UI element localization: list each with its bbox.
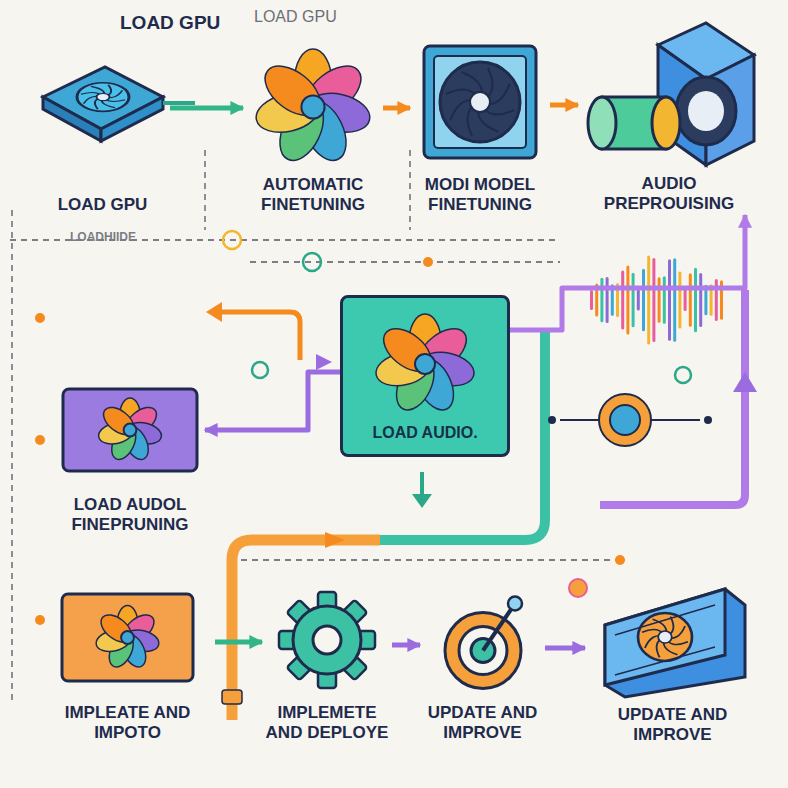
dial xyxy=(599,394,651,446)
sound-wave xyxy=(590,255,723,344)
arrow-connector xyxy=(550,103,578,108)
label: LOAD GPU xyxy=(120,12,220,34)
dashed-line xyxy=(11,210,12,700)
dot xyxy=(615,555,625,565)
dot xyxy=(35,435,45,445)
node-text: IMPLEMETE AND DEPLOYE xyxy=(262,703,392,742)
icon xyxy=(243,45,383,169)
node-text: UPDATE AND IMPROVE xyxy=(420,703,545,742)
node-text: LOAD AUDIO. xyxy=(349,424,501,442)
process-circle: AUTOMATIC FINETUNING xyxy=(243,45,383,214)
icon xyxy=(428,590,538,695)
process-box: LOAD AUDIO. xyxy=(340,295,510,457)
pipe-joint xyxy=(222,690,242,704)
arrow xyxy=(420,472,424,496)
dot xyxy=(35,615,45,625)
arrow-connector xyxy=(170,106,243,111)
arrowhead xyxy=(733,372,757,392)
pipe xyxy=(232,540,380,720)
gpu-node: LOAD GPU xyxy=(35,45,170,215)
gear-node: IMPLEMETE AND DEPLOYE xyxy=(262,585,392,742)
icon xyxy=(40,590,215,685)
process-box: MODI MODEL FINETUNING xyxy=(410,40,550,214)
dashed-line xyxy=(250,261,560,262)
dashed-line xyxy=(409,150,410,230)
icon xyxy=(578,15,760,170)
arrow-connector xyxy=(545,646,585,651)
dot xyxy=(35,313,45,323)
icon xyxy=(35,45,200,145)
node-text: LOAD AUDOL FINEPRUNING xyxy=(55,495,205,534)
arrowhead xyxy=(206,302,222,322)
icon xyxy=(410,40,550,165)
target-node: UPDATE AND IMPROVE xyxy=(420,590,545,742)
label: LOADHIIDE xyxy=(70,230,136,244)
icon xyxy=(585,585,760,700)
arrowhead xyxy=(325,532,345,548)
arrow-connector xyxy=(383,106,410,111)
dot xyxy=(569,579,587,597)
arrow-connector xyxy=(205,372,340,430)
dashed-line xyxy=(230,559,620,560)
gpu-card-node: UPDATE AND IMPROVE xyxy=(585,585,760,744)
arrowhead xyxy=(316,354,332,370)
icon xyxy=(55,385,205,475)
arrowhead xyxy=(412,494,432,508)
arrow-connector xyxy=(392,643,420,648)
ring xyxy=(675,367,691,383)
node-text: MODI MODEL FINETUNING xyxy=(410,175,550,214)
arrow-connector xyxy=(510,215,745,330)
dot xyxy=(423,257,433,267)
ring xyxy=(303,253,321,271)
process-box: IMPLEATE AND IMPOTO xyxy=(40,590,215,742)
ring xyxy=(252,362,268,378)
ring xyxy=(223,231,241,249)
dial xyxy=(610,405,640,435)
arrow-connector xyxy=(215,640,262,645)
node-text: LOAD GPU xyxy=(35,195,170,215)
process-box: LOAD AUDOL FINEPRUNING xyxy=(55,385,205,534)
dot xyxy=(704,416,712,424)
bracket xyxy=(220,312,300,360)
speaker-node: AUDIO PREPROUISING xyxy=(578,15,760,213)
dashed-line xyxy=(204,150,205,230)
node-text: AUTOMATIC FINETUNING xyxy=(243,175,383,214)
icon xyxy=(272,585,382,695)
line xyxy=(560,419,700,421)
node-text: IMPLEATE AND IMPOTO xyxy=(40,703,215,742)
label: LOAD GPU xyxy=(254,8,337,26)
node-text: AUDIO PREPROUISING xyxy=(578,174,760,213)
node-text: UPDATE AND IMPROVE xyxy=(585,705,760,744)
dot xyxy=(548,416,556,424)
icon xyxy=(350,304,500,424)
